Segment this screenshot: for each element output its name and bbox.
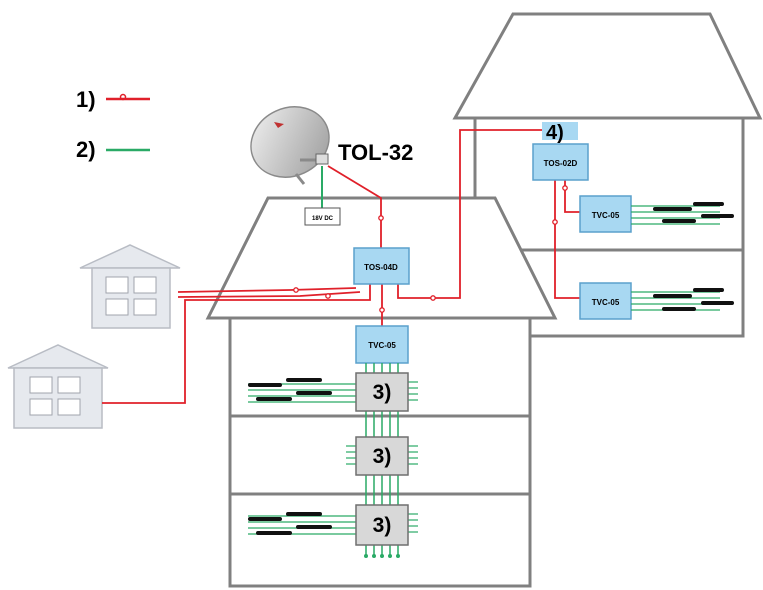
legend-item1-label: 1) [76,87,96,112]
multiswitch-floor2-label: 3) [373,445,392,468]
legend: 1) 2) [76,87,150,162]
device-sub-amplifier-bottom: TVC-05 [579,282,632,320]
satellite-dish [250,106,330,208]
device-main-switch: TOS-04D [353,247,410,285]
device-sub-amplifier-top: TVC-05 [579,195,632,233]
power-supply-label: 18V DC [312,216,334,222]
coax-connectors [293,185,568,313]
main-switch-label: TOS-04D [364,263,398,272]
device-main-amplifier: TVC-05 [355,325,409,364]
small-house-bottom [7,344,109,429]
multiswitch-floor1-label: 3) [373,381,392,404]
multiswitch-floor3-label: 3) [373,514,392,537]
dish-model-label: TOL-32 [338,140,413,165]
sub-amplifier-top-label: TVC-05 [592,211,620,220]
legend-red-connector [119,93,127,101]
marker-second-building-bg [542,122,578,140]
sub-amplifier-bottom-label: TVC-05 [592,298,620,307]
legend-item2-label: 2) [76,137,96,162]
small-house-top [79,244,181,329]
multiswitch-floor3: 3) [248,504,418,558]
multiswitch-floor2: 3) [346,436,418,476]
marker-second-building: 4) [546,122,564,144]
power-supply [304,207,341,226]
main-amplifier-label: TVC-05 [368,341,396,350]
sub-switch-label: TOS-02D [544,159,578,168]
device-sub-switch: TOS-02D [532,143,589,181]
receivers-second-building [653,202,734,311]
multiswitch-floor1: 3) [248,372,418,412]
